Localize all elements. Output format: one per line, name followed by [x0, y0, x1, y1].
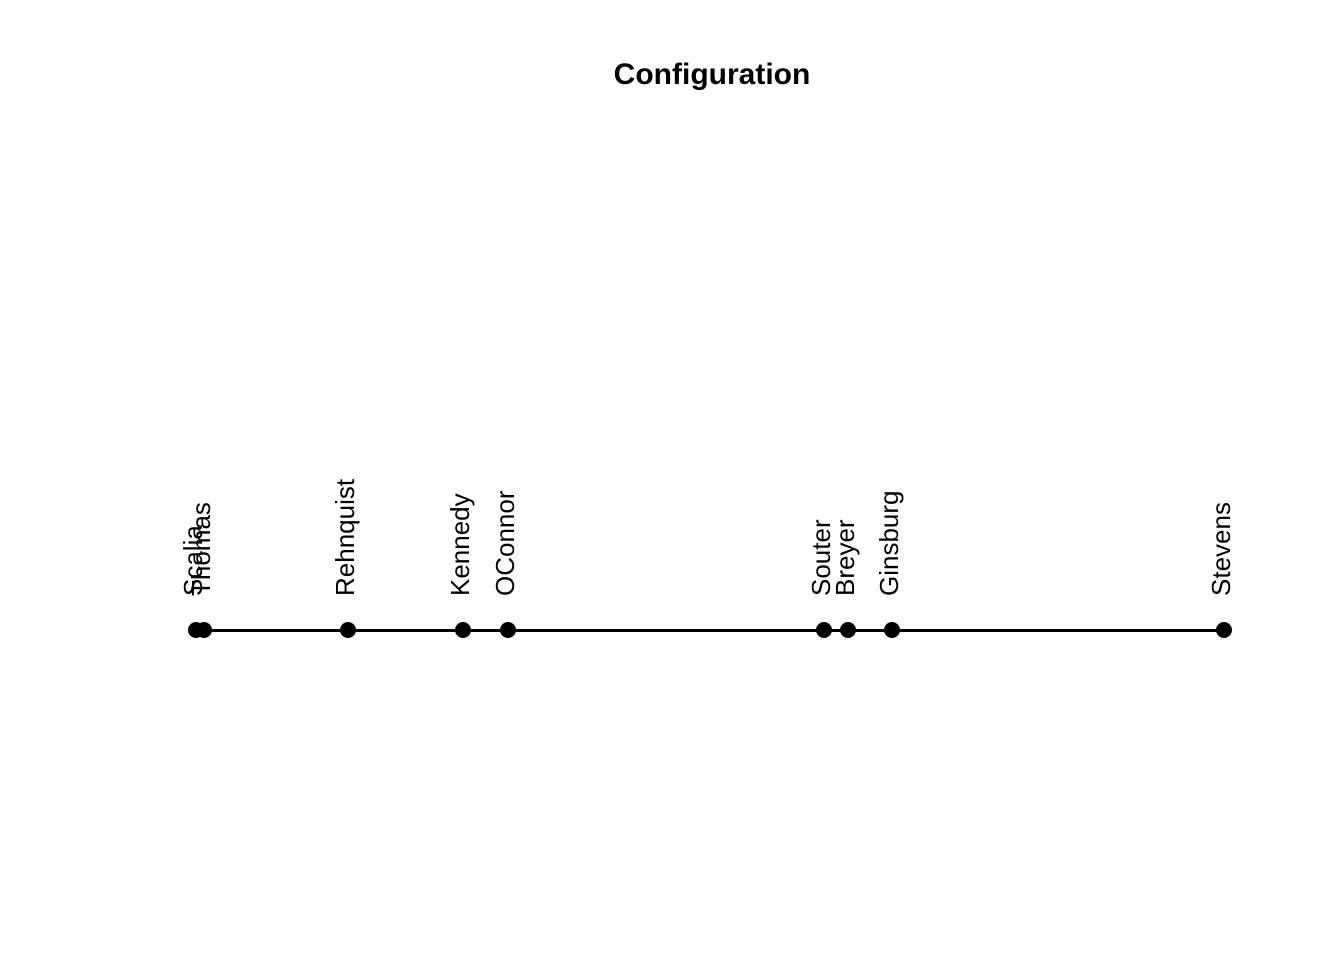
- point-label: Breyer: [830, 519, 860, 596]
- data-point: [1216, 622, 1232, 638]
- point-label: Stevens: [1206, 502, 1236, 596]
- point-label: Ginsburg: [874, 490, 904, 597]
- data-point: [500, 622, 516, 638]
- configuration-axis-line: [190, 629, 1224, 632]
- point-label: Thomas: [186, 502, 216, 596]
- point-label: Rehnquist: [330, 478, 360, 596]
- page-title: Configuration: [613, 58, 811, 91]
- data-point: [196, 622, 212, 638]
- data-point: [340, 622, 356, 638]
- data-point: [884, 622, 900, 638]
- point-label: Kennedy: [445, 493, 475, 596]
- point-label: OConnor: [490, 490, 520, 597]
- data-point: [455, 622, 471, 638]
- data-point: [816, 622, 832, 638]
- data-point: [840, 622, 856, 638]
